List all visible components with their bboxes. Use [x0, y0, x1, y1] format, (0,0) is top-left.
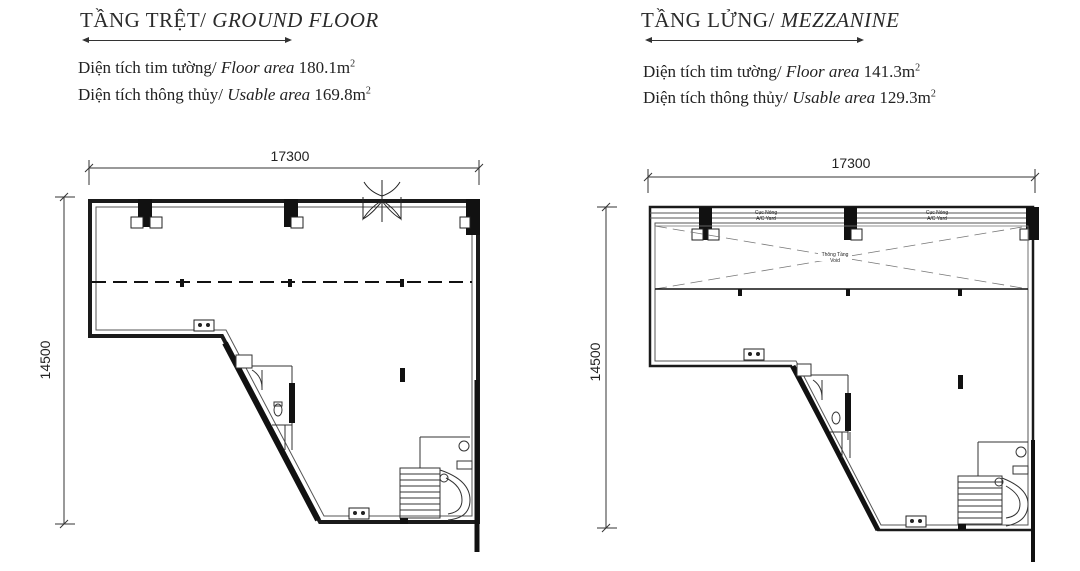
- ground-height-dimension: [55, 192, 75, 529]
- mezz-wc: [796, 363, 851, 458]
- mezzanine-plan: 17300 14500 Cục Nóng A/C Yard Cục Nóng A…: [587, 155, 1040, 562]
- mezz-column-small: [958, 375, 963, 389]
- mezz-column-tag: [1019, 228, 1030, 241]
- mezz-inner-wall: [654, 222, 1029, 526]
- mezz-height-dimension: [597, 202, 617, 533]
- ground-column-tag: [459, 216, 471, 229]
- ground-staircase: [399, 436, 473, 524]
- mezz-ac-outlet: [905, 515, 927, 528]
- mezz-beam-post: [846, 289, 850, 296]
- mezzanine-title: TẦNG LỬNG/ MEZZANINE: [641, 8, 899, 33]
- ground-column-tag: [149, 216, 163, 229]
- ground-column-small: [400, 368, 405, 382]
- mezz-column-tag: [850, 228, 863, 241]
- mezz-beam-post: [738, 289, 742, 296]
- ground-title-vn: TẦNG TRỆT/: [80, 8, 207, 32]
- ground-column-tag: [290, 216, 304, 229]
- ground-floor-area: Diện tích tim tường/ Floor area 180.1m2: [78, 58, 356, 77]
- ground-width-label: 17300: [271, 148, 310, 164]
- ground-title-en: GROUND FLOOR: [212, 8, 379, 32]
- ground-height-label: 14500: [37, 340, 53, 379]
- mezz-diagonal-wall: [790, 364, 881, 532]
- mezz-title-en: MEZZANINE: [780, 8, 900, 32]
- mezz-ac-outlet: [743, 348, 765, 361]
- ground-beam-post: [180, 279, 184, 287]
- ground-usable-area: Diện tích thông thủy/ Usable area 169.8m…: [78, 85, 371, 104]
- mezz-height-label: 14500: [587, 342, 603, 381]
- mezz-width-label: 17300: [832, 155, 871, 171]
- mezz-ac-sub-2: A/C Yard: [927, 216, 947, 222]
- mezz-column-tag: [707, 228, 720, 241]
- mezz-void-label-bg: [818, 249, 852, 261]
- ground-floor-title: TẦNG TRỆT/ GROUND FLOOR: [80, 8, 379, 33]
- ground-beam-post: [400, 279, 404, 287]
- ground-entrance-door: [362, 180, 402, 222]
- mezz-ac-label-2: Cục Nóng: [926, 210, 948, 216]
- ground-title-rule: [82, 37, 292, 43]
- ground-wc: [235, 354, 295, 450]
- mezz-usable-area: Diện tích thông thủy/ Usable area 129.3m…: [643, 88, 936, 107]
- mezz-floor-area: Diện tích tim tường/ Floor area 141.3m2: [643, 62, 921, 81]
- mezz-ac-label-1: Cục Nóng: [755, 210, 777, 216]
- mezz-void-label: Thông Tầng: [822, 252, 849, 258]
- ground-width-dimension: [84, 160, 484, 185]
- mezz-beam-post: [958, 289, 962, 296]
- mezz-staircase: [957, 441, 1029, 530]
- mezz-title-rule: [645, 37, 864, 43]
- mezz-ac-sub-1: A/C Yard: [756, 216, 776, 222]
- ground-beam-post: [288, 279, 292, 287]
- mezz-void-sub: Void: [830, 258, 840, 264]
- ground-floor-plan: 17300 14500: [37, 148, 484, 552]
- ground-ac-outlet: [348, 507, 370, 520]
- mezz-width-dimension: [643, 169, 1040, 193]
- ground-ac-outlet: [193, 319, 215, 332]
- ground-inner-wall: [95, 206, 473, 517]
- ground-column-tag: [130, 216, 144, 229]
- ground-diagonal-wall: [222, 341, 321, 522]
- mezz-title-vn: TẦNG LỬNG/: [641, 8, 775, 32]
- mezz-column-tag: [691, 228, 704, 241]
